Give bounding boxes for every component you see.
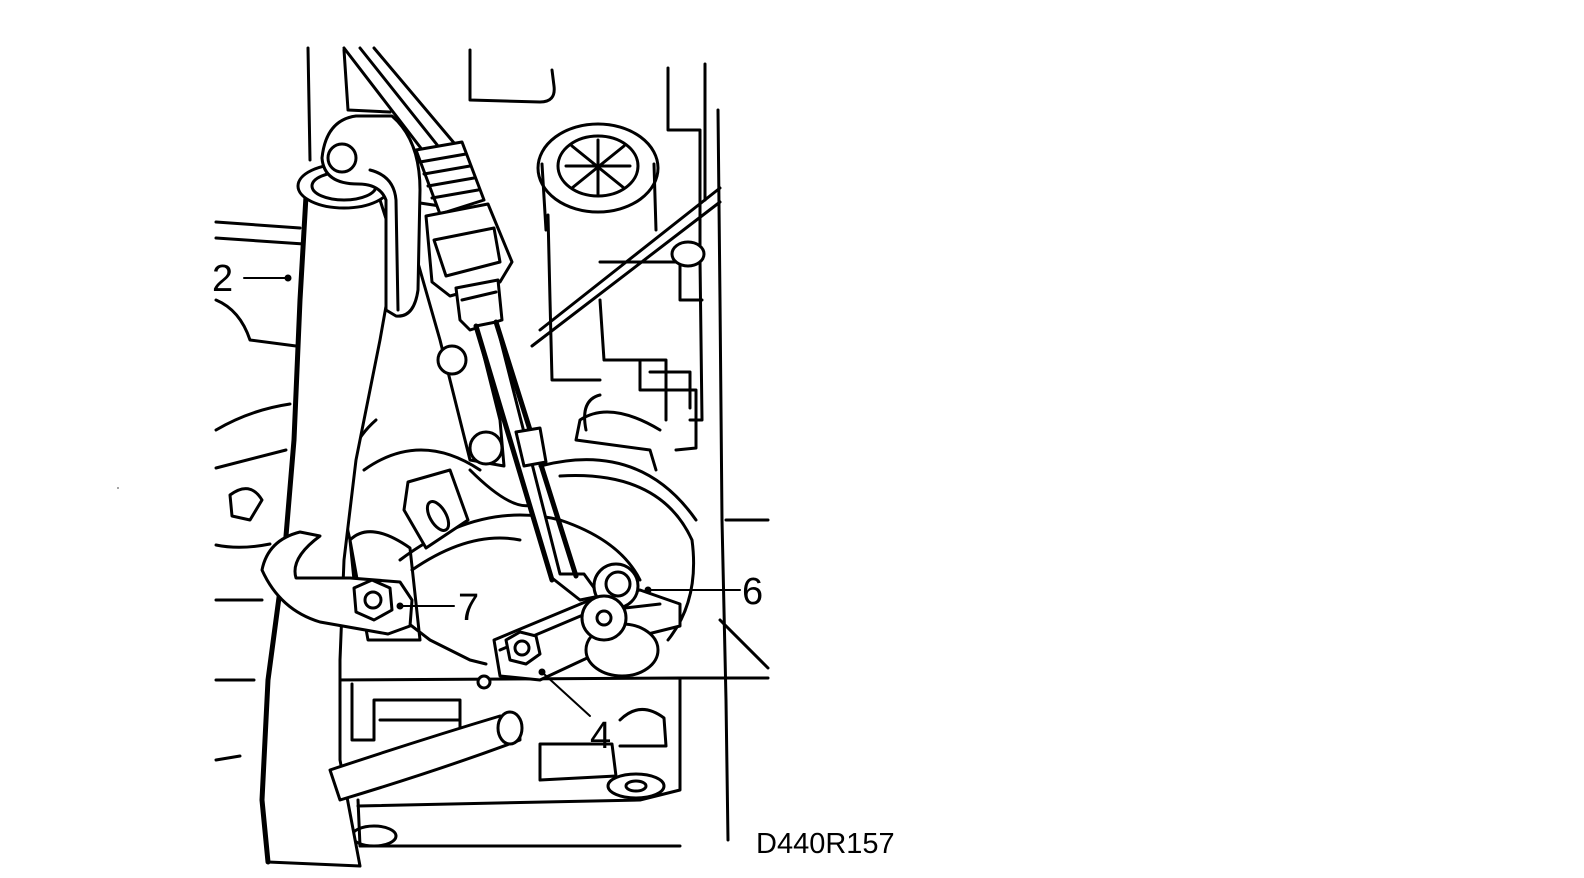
leader-line-4 [543,673,591,717]
filler-cap [536,122,660,232]
scan-speck [117,487,119,489]
leader-dot-7 [396,602,404,610]
cable [342,46,462,162]
leader-dot-2 [284,274,292,282]
callout-label-2: 2 [212,258,233,300]
control-rod [473,319,602,602]
bellows-boot [414,140,486,216]
figure-reference-code: D440R157 [756,828,895,860]
selector-arm [402,562,682,690]
leader-dot-4 [538,668,546,676]
engine-block-outline [214,46,770,848]
callout-labels: 2 7 6 4 [212,258,763,757]
callout-leaders [243,274,741,717]
callout-label-4: 4 [590,715,611,757]
coolant-hose [328,710,524,802]
leader-dot-6 [644,586,652,594]
hinge-lever [320,114,422,318]
callout-label-7: 7 [458,587,479,629]
callout-label-6: 6 [742,571,763,613]
support-rod [530,186,722,348]
strap-bracket [260,530,414,636]
